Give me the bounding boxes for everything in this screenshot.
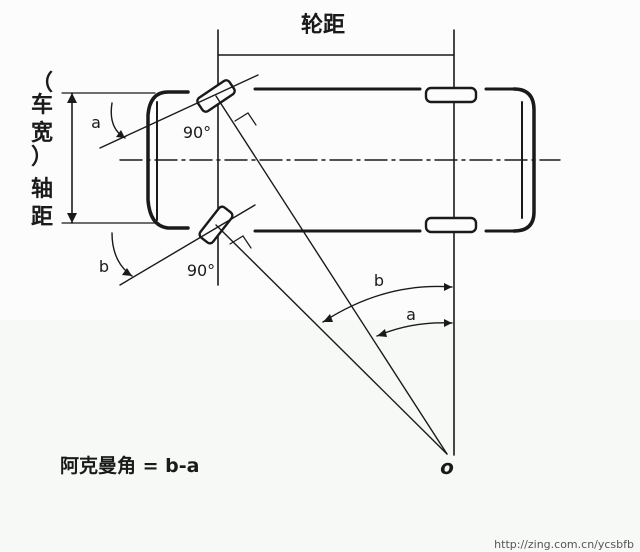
paren-close-label: ） (31, 145, 53, 170)
arrow-b-center-end-icon (444, 283, 452, 291)
arrow-a-left-icon (116, 130, 125, 138)
ackermann-formula: 阿克曼角 = b-a (60, 454, 199, 477)
angle-b-center-label: b (374, 271, 384, 290)
front-bumper (146, 90, 190, 230)
arrow-a-center-end-icon (444, 319, 452, 327)
angle-b-left-label: b (99, 257, 109, 276)
arrow-a-center-icon (377, 329, 387, 337)
right-angle-bottom-label: 90° (187, 261, 215, 280)
paren-open-label: （ (31, 71, 53, 96)
rear-wheel-top (424, 86, 478, 104)
center-point-label: o (440, 455, 454, 479)
right-angle-top-label: 90° (183, 123, 211, 142)
angle-a-left-label: a (91, 113, 101, 132)
track-label: 轮距 (301, 12, 345, 38)
right-angle-mark-bottom (229, 235, 252, 249)
angle-a-center-label: a (406, 305, 416, 324)
watermark-text: http://zing.com.cn/ycsbfb (494, 538, 634, 551)
angle-arc-b-center (322, 285, 453, 323)
arrow-b-center-icon (323, 314, 333, 322)
rear-bumper (512, 87, 536, 233)
radius-line-inner (215, 95, 448, 455)
radius-line-outer (215, 224, 448, 455)
rear-wheel-bottom (424, 216, 478, 234)
width-label-2: 宽 (31, 120, 53, 146)
width-label-1: 车 (31, 92, 53, 118)
wheelbase-label-2: 距 (31, 205, 53, 230)
arrow-bottom-icon (67, 213, 77, 223)
arrow-b-left-icon (122, 268, 132, 276)
bottom-wheel-heading-line (119, 204, 256, 286)
background-tint (0, 320, 640, 552)
top-wheel-heading-line (99, 74, 259, 149)
wheelbase-label-1: 轴 (31, 176, 53, 202)
right-angle-mark-top (234, 112, 257, 126)
arrow-top-icon (67, 93, 77, 103)
